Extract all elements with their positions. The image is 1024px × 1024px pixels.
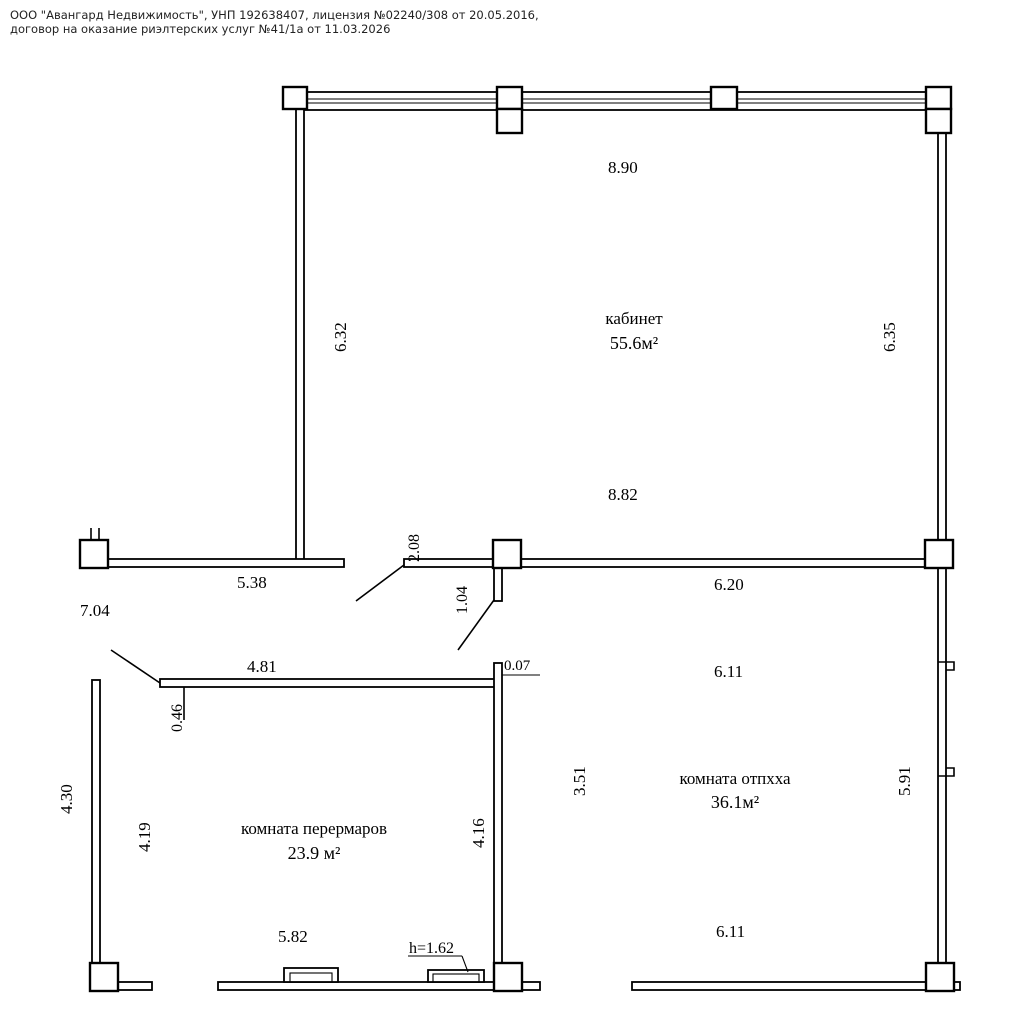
dim-label: 8.90 bbox=[608, 158, 638, 177]
office-name: кабинет bbox=[605, 309, 663, 328]
office-area: 55.6м² bbox=[610, 333, 658, 353]
bottom-wall-mid bbox=[217, 981, 541, 991]
top-wall bbox=[299, 91, 941, 111]
column bbox=[78, 538, 110, 570]
window bbox=[283, 967, 339, 983]
meeting-left-wall bbox=[91, 679, 101, 967]
column bbox=[924, 107, 953, 135]
column bbox=[924, 961, 956, 993]
dim-label: 6.20 bbox=[714, 575, 744, 594]
dim-label: 5.38 bbox=[237, 573, 267, 592]
rest-room-area: 36.1м² bbox=[711, 792, 759, 812]
dimension-labels: 8.90 8.82 5.38 6.20 7.04 4.81 0.07 6.11 … bbox=[57, 158, 914, 957]
lower-left-wall bbox=[103, 558, 345, 568]
partition-wall bbox=[493, 662, 503, 967]
meeting-room-area: 23.9 м² bbox=[288, 843, 341, 863]
dim-label: 6.32 bbox=[331, 322, 350, 352]
door-swing bbox=[110, 649, 161, 684]
dim-label: 0.46 bbox=[169, 704, 186, 732]
bottom-wall-right bbox=[631, 981, 961, 991]
column bbox=[924, 85, 953, 111]
column bbox=[495, 85, 524, 111]
door-stub bbox=[493, 566, 503, 602]
column bbox=[709, 85, 739, 111]
column bbox=[495, 107, 524, 135]
dim-label: 7.04 bbox=[80, 601, 110, 620]
dim-label: 6.35 bbox=[880, 322, 899, 352]
door-swing bbox=[457, 599, 495, 651]
room-labels: кабинет 55.6м² комната перермаров 23.9 м… bbox=[241, 309, 791, 863]
dim-label: 2.08 bbox=[406, 534, 423, 562]
column bbox=[88, 961, 120, 993]
dim-label: 4.30 bbox=[57, 784, 76, 814]
dim-label: 4.16 bbox=[469, 818, 488, 848]
bottom-wall-left bbox=[117, 981, 153, 991]
dim-label: 6.11 bbox=[716, 922, 745, 941]
dim-label: 0.07 bbox=[504, 658, 531, 674]
column bbox=[281, 85, 309, 111]
header-line-1: ООО "Авангард Недвижимость", УНП 1926384… bbox=[10, 8, 539, 22]
dim-label: 5.82 bbox=[278, 927, 308, 946]
office-left-wall bbox=[295, 105, 305, 561]
dim-label: 6.11 bbox=[714, 662, 743, 681]
window bbox=[427, 969, 485, 983]
dim-label: 8.82 bbox=[608, 485, 638, 504]
dim-label: 4.81 bbox=[247, 657, 277, 676]
dim-label: 3.51 bbox=[570, 766, 589, 796]
rest-room-name: комната отпхха bbox=[679, 769, 791, 788]
door-swing bbox=[355, 564, 405, 602]
meeting-top-wall bbox=[159, 678, 497, 688]
column bbox=[923, 538, 955, 570]
column bbox=[491, 538, 523, 570]
column bbox=[492, 961, 524, 993]
office-bottom-wall bbox=[403, 558, 939, 568]
walls bbox=[90, 91, 961, 991]
document-header: ООО "Авангард Недвижимость", УНП 1926384… bbox=[10, 8, 539, 36]
header-line-2: договор на оказание риэлтерских услуг №4… bbox=[10, 22, 391, 36]
dim-label: 1.04 bbox=[454, 586, 471, 614]
dim-label: 5.91 bbox=[895, 766, 914, 796]
meeting-room-name: комната перермаров bbox=[241, 819, 387, 838]
dim-label: 4.19 bbox=[135, 822, 154, 852]
dim-label: h=1.62 bbox=[409, 940, 454, 957]
columns bbox=[78, 85, 956, 993]
